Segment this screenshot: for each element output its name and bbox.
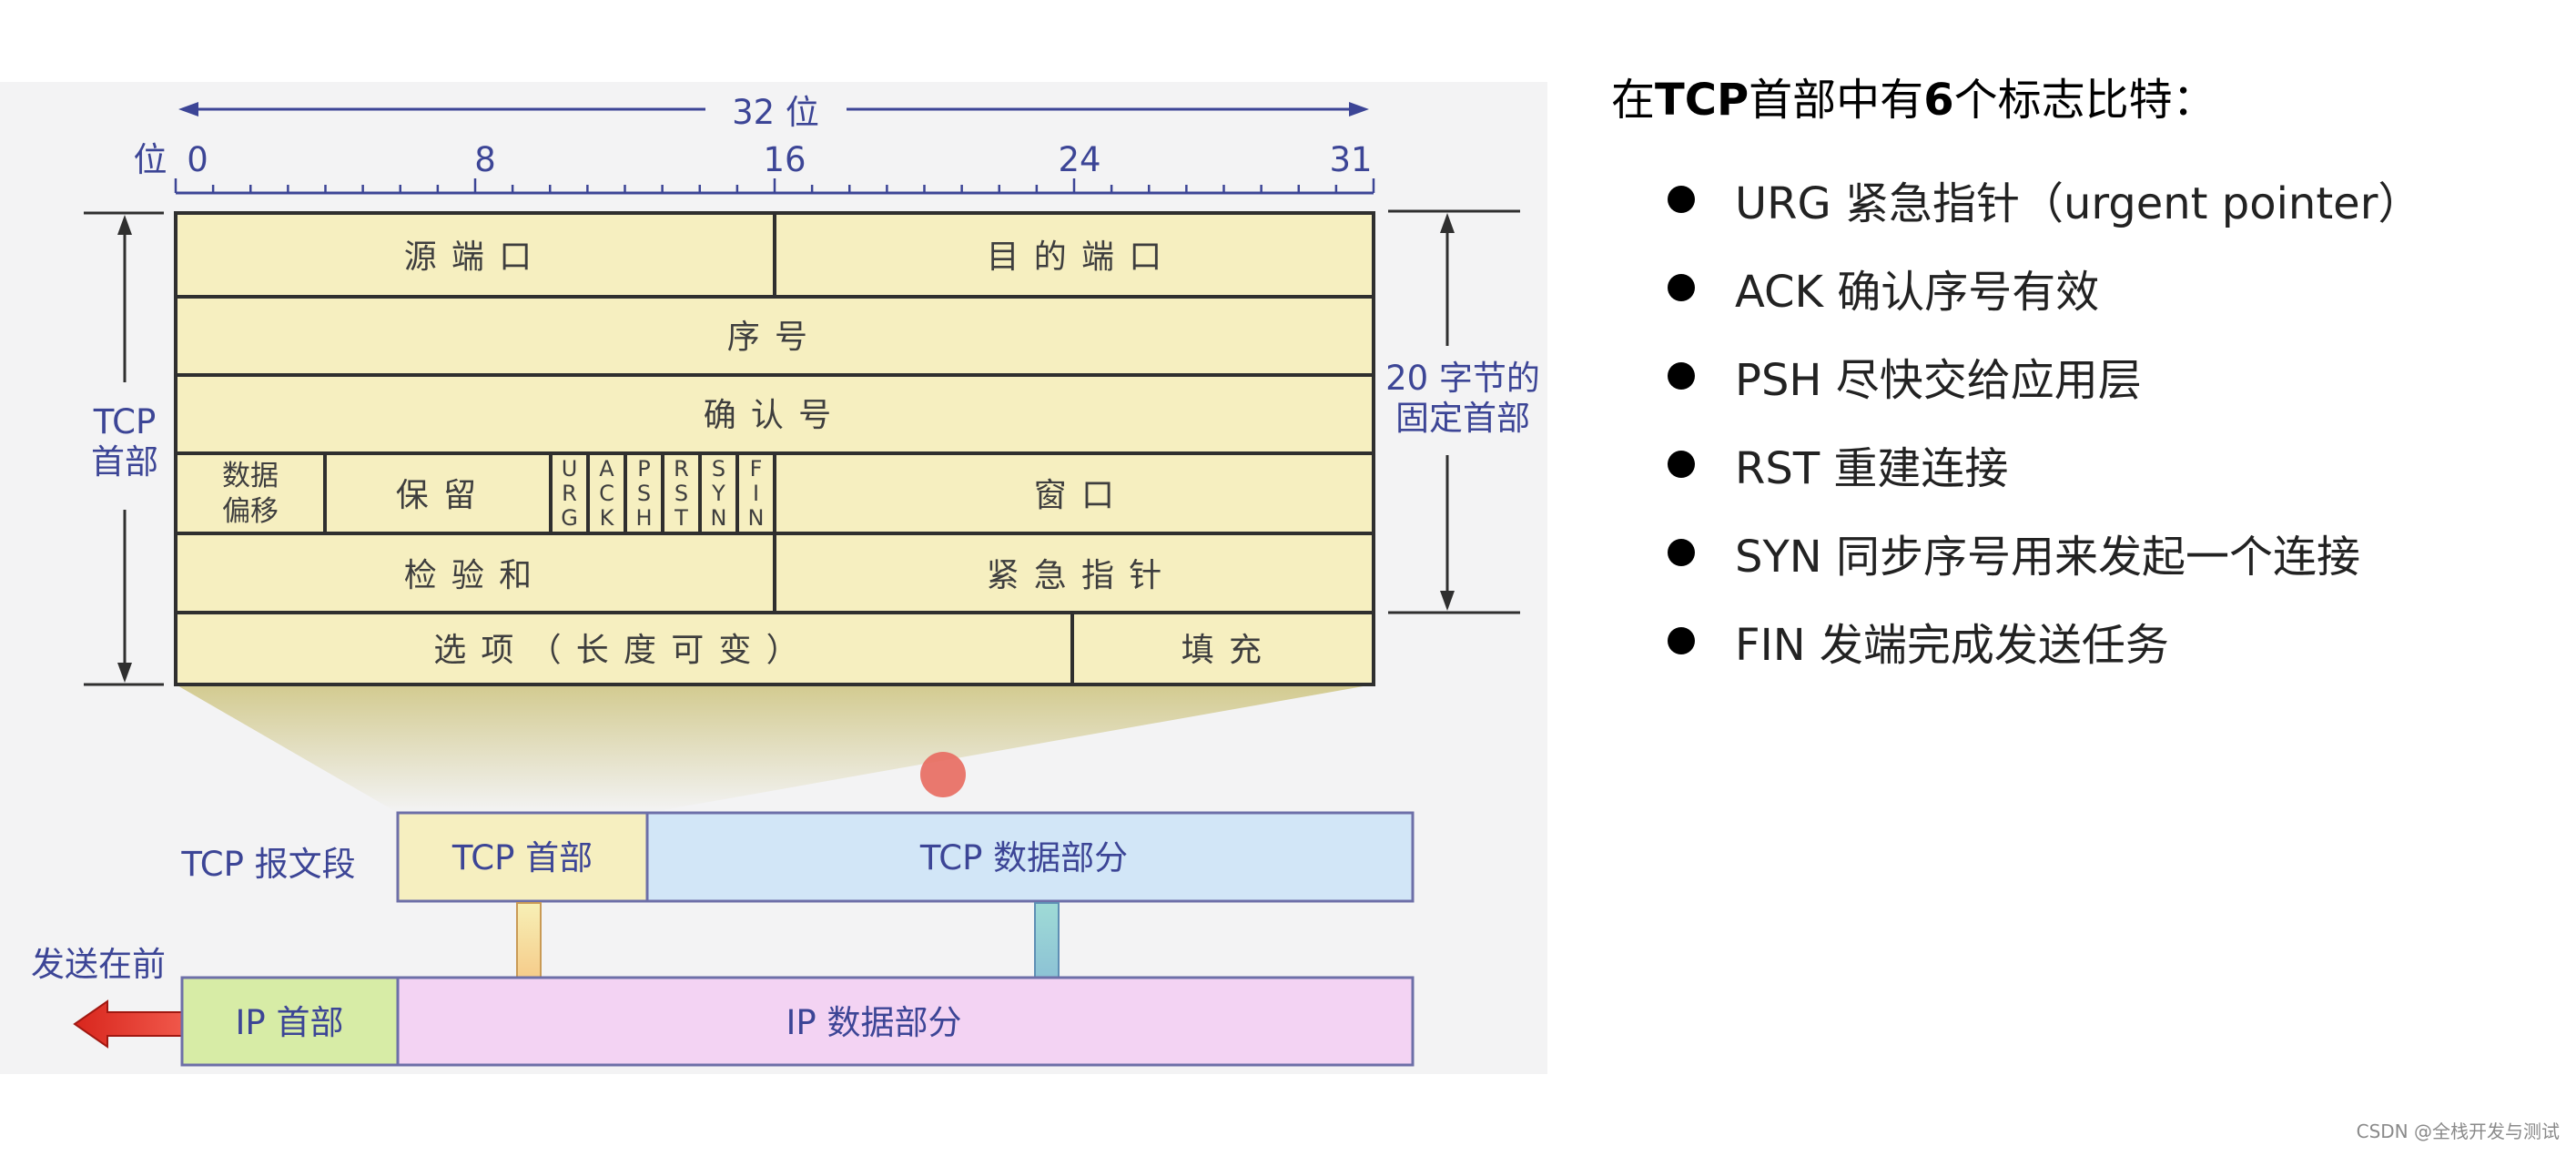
title-pre: 在 (1611, 75, 1656, 126)
dst-port-label: 目的端口 (987, 238, 1177, 276)
fixed-header-height-dimension (1388, 209, 1520, 614)
tick-label-0: 0 (187, 140, 208, 179)
flag-list: URG 紧急指针（urgent pointer） ACK 确认序号有效 PSH … (1611, 155, 2567, 684)
flag-letter-rst-0: R (674, 456, 689, 482)
width-dimension: 32 位 (178, 93, 1369, 132)
list-item-text: RST 重建连接 (1735, 442, 2009, 494)
ip-header-block-label: IP 首部 (236, 1003, 344, 1042)
send-first-label: 发送在前 (31, 945, 166, 984)
list-item-text: ACK 确认序号有效 (1735, 266, 2100, 318)
bit-ruler (174, 178, 1375, 195)
flag-letter-fin-2: N (748, 505, 765, 531)
title-post: 个标志比特： (1953, 75, 2216, 126)
list-item-ack: ACK 确认序号有效 (1611, 243, 2567, 331)
tcp-header-label-line2: 首部 (91, 442, 158, 482)
tcp-segment-label: TCP 报文段 (180, 845, 355, 884)
seq-num-label: 序号 (727, 319, 822, 356)
window-cell (773, 451, 1375, 535)
flag-letter-psh-1: S (637, 481, 651, 506)
data-offset-label-line1: 数据 (222, 460, 279, 492)
bullet-icon (1668, 450, 1695, 478)
list-item-rst: RST 重建连接 (1611, 420, 2567, 508)
tcp-header-block-label: TCP 首部 (451, 838, 593, 877)
seq-num-cell (174, 295, 1375, 377)
title-mid: 首部中有 (1749, 75, 1924, 126)
tick-label-16: 16 (763, 140, 806, 179)
list-item-syn: SYN 同步序号用来发起一个连接 (1611, 508, 2567, 596)
ip-data-block-label: IP 数据部分 (786, 1003, 962, 1042)
list-item-fin: FIN 发端完成发送任务 (1611, 596, 2567, 684)
tick-label-8: 8 (474, 140, 496, 179)
flag-letter-psh-0: P (637, 456, 650, 482)
flag-letter-urg-2: G (561, 505, 578, 531)
list-item-text: URG 紧急指针（urgent pointer） (1735, 177, 2422, 229)
flag-letter-fin-1: I (753, 481, 759, 506)
cursor-dot (920, 752, 966, 797)
flag-letter-rst-1: S (674, 481, 688, 506)
expansion-fan (176, 684, 1374, 813)
bullet-icon (1668, 273, 1695, 301)
flag-letter-urg-1: R (562, 481, 577, 506)
fixed-header-label-line2: 固定首部 (1395, 399, 1530, 438)
list-item-text: PSH 尽快交给应用层 (1735, 354, 2142, 406)
ip-data-block (396, 976, 1415, 1067)
padding-cell (1070, 611, 1375, 686)
ack-num-label: 确认号 (704, 397, 847, 434)
urgent-ptr-label: 紧急指针 (987, 557, 1177, 594)
flag-letter-rst-2: T (674, 505, 688, 531)
tcp-header-block (396, 811, 649, 903)
watermark: CSDN @全栈开发与测试 (2356, 1121, 2560, 1142)
flag-letter-ack-2: K (600, 505, 615, 531)
reserved-label: 保留 (396, 477, 491, 514)
flag-cell-ack (586, 451, 627, 535)
width-label: 32 位 (732, 93, 819, 132)
window-label: 窗口 (1034, 477, 1129, 514)
bit-label: 位 (134, 140, 167, 179)
tcp-data-block-label: TCP 数据部分 (919, 838, 1128, 877)
padding-label: 填充 (1182, 632, 1276, 669)
tcp-header-label-line1: TCP (93, 402, 157, 441)
flag-letter-ack-0: A (599, 456, 614, 482)
bullet-icon (1668, 185, 1695, 213)
flag-letter-syn-1: Y (711, 481, 725, 506)
tick-label-31: 31 (1329, 140, 1372, 179)
flags-title: 在TCP首部中有6个标志比特： (1611, 64, 2567, 127)
urgent-ptr-cell (773, 532, 1375, 614)
bullet-icon (1668, 361, 1695, 390)
src-port-label: 源端口 (404, 238, 547, 276)
fixed-header-label-line1: 20 字节的 (1385, 359, 1540, 398)
tcp-header-table (174, 211, 1375, 686)
tcp-data-block (645, 811, 1415, 903)
tcp-header-height-dimension (84, 211, 164, 686)
flag-bits-panel: 在TCP首部中有6个标志比特： URG 紧急指针（urgent pointer）… (1611, 64, 2567, 684)
flag-letter-syn-0: S (712, 456, 725, 482)
flag-letter-psh-2: H (635, 505, 652, 531)
data-offset-label-line2: 偏移 (222, 495, 279, 528)
bullet-icon (1668, 538, 1695, 566)
list-item-text: FIN 发端完成发送任务 (1735, 619, 2169, 671)
flag-letter-syn-2: N (711, 505, 727, 531)
bullet-icon (1668, 626, 1695, 654)
src-port-cell (174, 211, 776, 299)
tick-label-24: 24 (1058, 140, 1100, 179)
list-item-psh: PSH 尽快交给应用层 (1611, 331, 2567, 420)
options-label: 选项（长度可变） (433, 632, 814, 669)
send-direction-arrow (73, 999, 183, 1049)
tcp-header-diagram: 32 位 位 0 8 16 24 31 TCP 首部 20 字节的 固定首部 (31, 93, 1540, 1067)
flag-letter-urg-0: U (562, 456, 578, 482)
title-num: 6 (1923, 75, 1954, 126)
list-item-text: SYN 同步序号用来发起一个连接 (1735, 531, 2360, 583)
checksum-label: 检验和 (404, 557, 547, 594)
flag-letter-ack-1: C (599, 481, 614, 506)
list-item-urg: URG 紧急指针（urgent pointer） (1611, 155, 2567, 243)
title-tcp: TCP (1655, 75, 1749, 126)
flag-letter-fin-0: F (750, 456, 763, 482)
